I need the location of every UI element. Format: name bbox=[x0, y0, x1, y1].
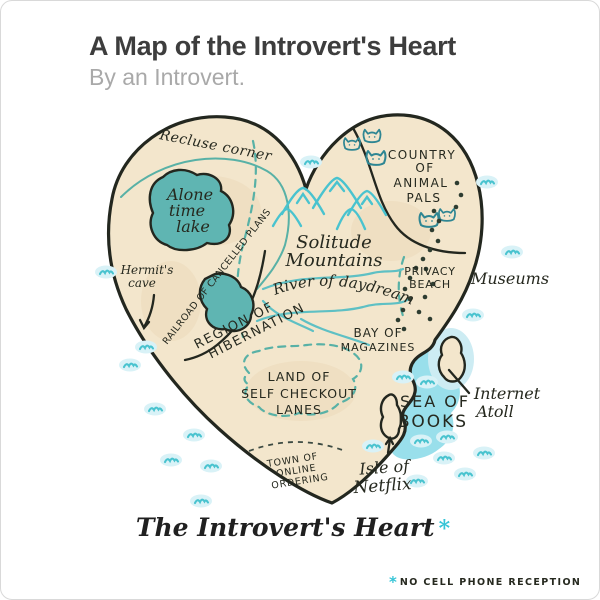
svg-text:Solitude: Solitude bbox=[296, 232, 372, 253]
pointer-arrow-icons bbox=[138, 293, 471, 455]
svg-text:LANES: LANES bbox=[276, 402, 322, 417]
internet-atoll-island bbox=[437, 335, 466, 383]
privacy-beach-boundary bbox=[397, 255, 406, 321]
town-of-online-ordering-boundary bbox=[248, 441, 346, 452]
svg-text:BAY OF: BAY OF bbox=[353, 326, 402, 340]
svg-text:lake: lake bbox=[176, 217, 210, 236]
page-subtitle: By an Introvert. bbox=[89, 64, 245, 90]
footpath-dots-icon bbox=[395, 180, 464, 332]
label-sea-of-books: SEA OF BOOKS bbox=[398, 392, 470, 432]
svg-text:COUNTRY: COUNTRY bbox=[388, 148, 456, 162]
label-alone-time-lake: Alone time lake bbox=[165, 185, 213, 236]
svg-text:OF: OF bbox=[415, 161, 434, 175]
river-of-daydreams bbox=[255, 267, 411, 347]
label-bay-of-magazines: BAY OF MAGAZINES bbox=[341, 326, 416, 354]
page-title: A Map of the Introvert's Heart bbox=[89, 31, 456, 61]
svg-text:BEACH: BEACH bbox=[409, 278, 451, 291]
isle-of-netflix-island bbox=[379, 393, 403, 440]
alone-time-lake bbox=[148, 168, 235, 252]
svg-text:Atoll: Atoll bbox=[474, 402, 514, 421]
svg-text:ANIMAL: ANIMAL bbox=[394, 176, 449, 190]
asterisk-icon: * bbox=[389, 573, 397, 591]
asterisk-icon: * bbox=[438, 516, 451, 542]
label-hermits-cave: Hermit's cave bbox=[120, 263, 174, 290]
mountain-peak-icons bbox=[271, 176, 388, 231]
svg-text:Alone: Alone bbox=[165, 185, 213, 204]
label-isle-of-netflix: Isle of Netflix bbox=[352, 456, 413, 498]
footnote-text: NO CELL PHONE RECEPTION bbox=[399, 577, 582, 588]
label-privacy-beach: PRIVACY BEACH bbox=[404, 265, 455, 291]
caption-text: The Introvert's Heart bbox=[135, 513, 435, 542]
svg-text:SEA OF: SEA OF bbox=[400, 392, 470, 411]
svg-text:LAND OF: LAND OF bbox=[268, 369, 331, 384]
svg-text:Internet: Internet bbox=[473, 384, 541, 403]
svg-text:PRIVACY: PRIVACY bbox=[404, 265, 455, 278]
svg-text:cave: cave bbox=[128, 276, 156, 290]
hibernation-lake bbox=[198, 272, 255, 333]
label-museums: Museums bbox=[470, 269, 549, 288]
svg-text:SELF CHECKOUT: SELF CHECKOUT bbox=[241, 386, 357, 401]
hibernation-boundary bbox=[183, 249, 267, 362]
svg-text:Hermit's: Hermit's bbox=[120, 263, 174, 277]
svg-text:Isle of: Isle of bbox=[358, 456, 413, 479]
label-country-of-animal-pals: COUNTRY OF ANIMAL PALS bbox=[388, 148, 456, 205]
svg-text:PALS: PALS bbox=[407, 191, 442, 205]
svg-text:Netflix: Netflix bbox=[352, 474, 413, 498]
map-footnote: *NO CELL PHONE RECEPTION bbox=[389, 573, 581, 591]
map-caption: The Introvert's Heart* bbox=[136, 513, 450, 542]
svg-text:MAGAZINES: MAGAZINES bbox=[341, 341, 416, 354]
label-internet-atoll: Internet Atoll bbox=[473, 384, 541, 421]
svg-text:time: time bbox=[169, 201, 205, 220]
recluse-corner-boundary bbox=[120, 157, 290, 290]
svg-text:Mountains: Mountains bbox=[284, 250, 382, 271]
svg-text:BOOKS: BOOKS bbox=[398, 412, 468, 432]
label-land-of-self-checkout-lanes: LAND OF SELF CHECKOUT LANES bbox=[241, 369, 357, 417]
self-checkout-lanes-boundary bbox=[242, 343, 363, 417]
label-solitude-mountains: Solitude Mountains bbox=[284, 232, 382, 271]
